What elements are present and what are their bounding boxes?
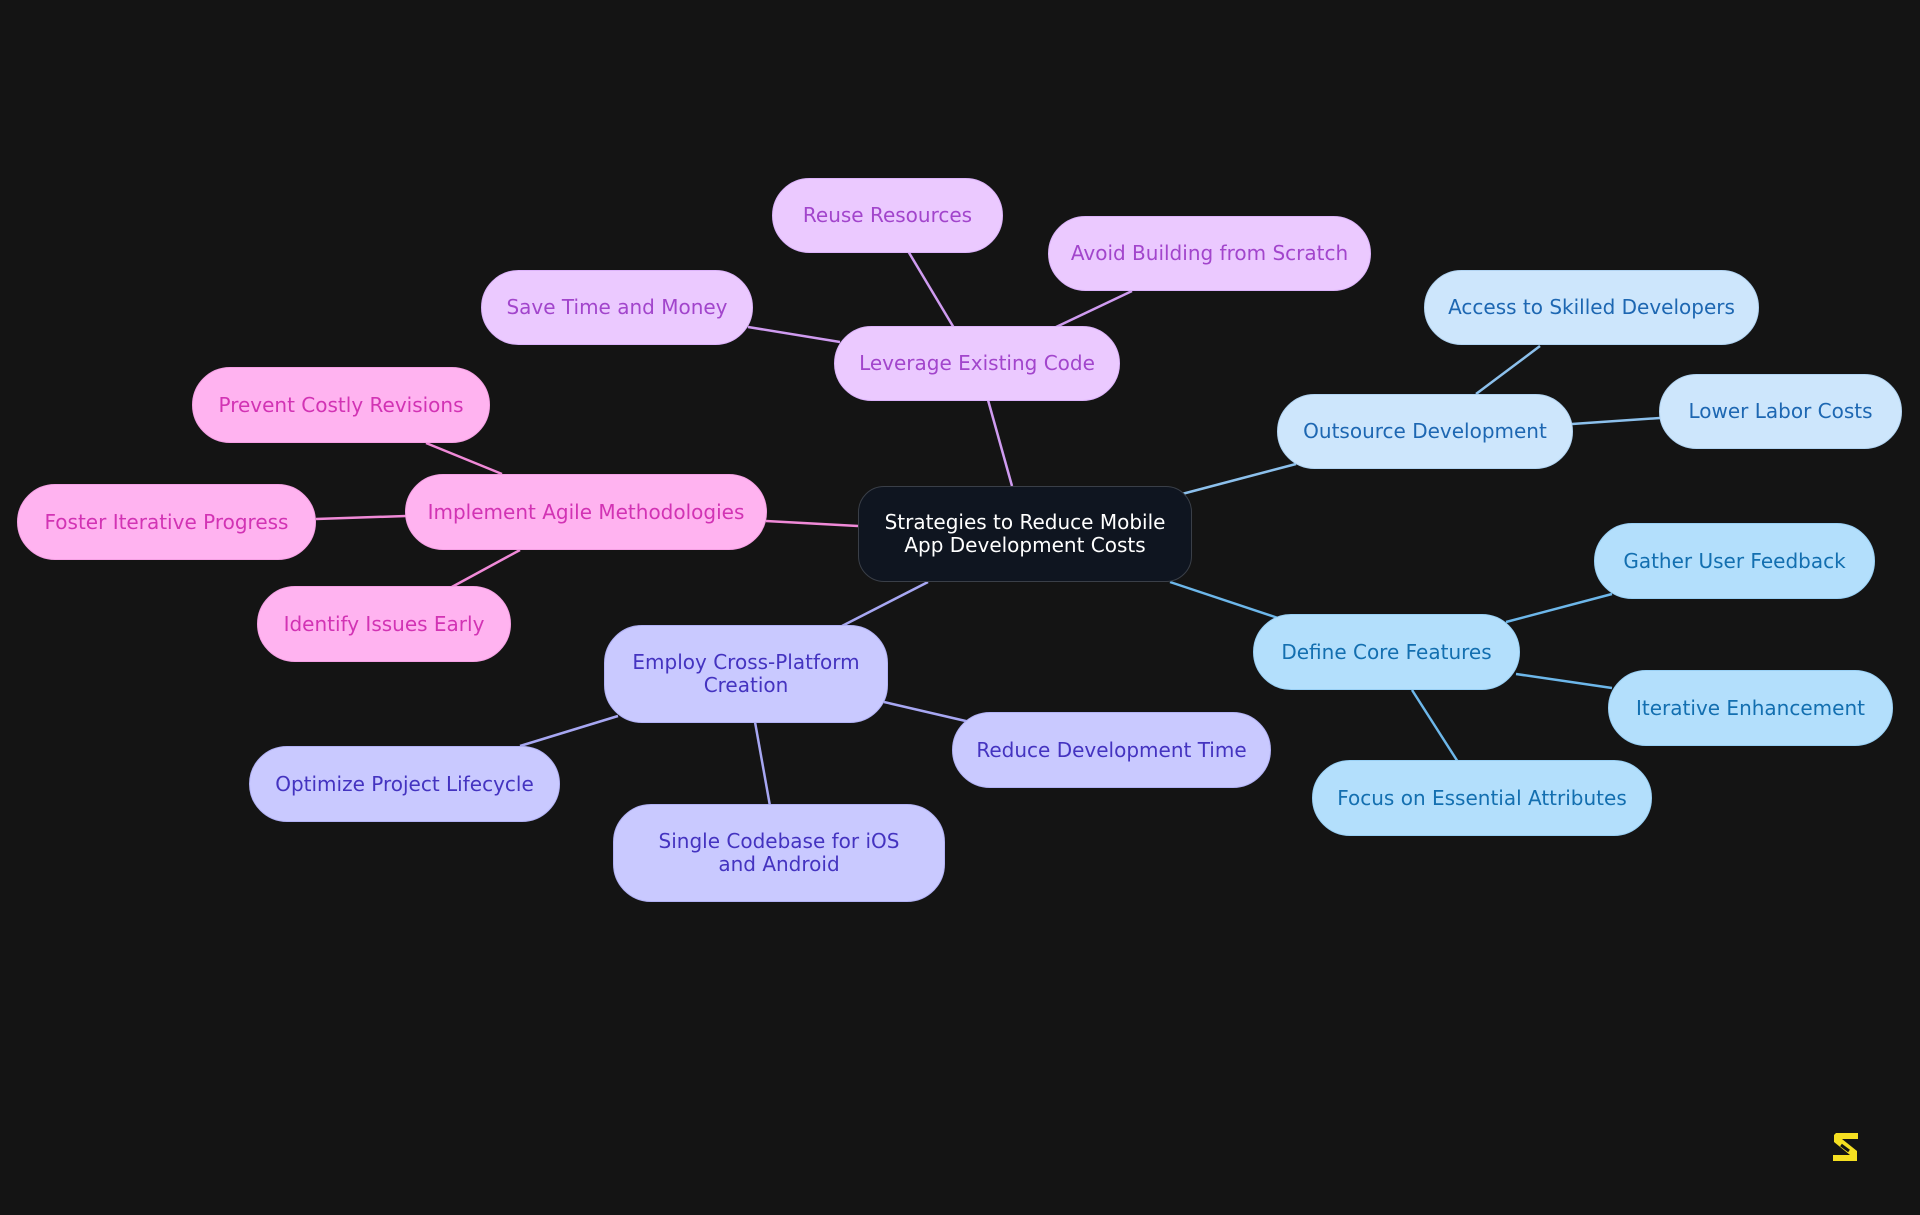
- node-identify-issues-early[interactable]: Identify Issues Early: [257, 586, 511, 662]
- node-label: Access to Skilled Developers: [1448, 295, 1735, 319]
- node-focus-on-essential-attributes[interactable]: Focus on Essential Attributes: [1312, 760, 1652, 836]
- node-label: Foster Iterative Progress: [44, 509, 289, 534]
- node-label: Save Time and Money: [506, 295, 728, 319]
- edge-center-agile: [765, 519, 859, 528]
- node-label: Iterative Enhancement: [1636, 695, 1865, 720]
- node-prevent-costly-revisions[interactable]: Prevent Costly Revisions: [192, 367, 490, 443]
- edge-leverage-reuse: [906, 250, 956, 329]
- node-leverage-existing-code[interactable]: Leverage Existing Code: [834, 326, 1120, 401]
- node-single-codebase[interactable]: Single Codebase for iOS and Android: [613, 804, 945, 902]
- node-lower-labor-costs[interactable]: Lower Labor Costs: [1659, 374, 1902, 449]
- edge-outsource-access: [1475, 345, 1541, 395]
- node-label: Gather User Feedback: [1623, 548, 1846, 573]
- edge-define-focus: [1410, 689, 1460, 763]
- edge-leverage-save: [747, 325, 841, 344]
- node-label: Leverage Existing Code: [859, 351, 1095, 375]
- edge-center-leverage: [986, 399, 1014, 487]
- node-reduce-development-time[interactable]: Reduce Development Time: [952, 712, 1271, 788]
- node-iterative-enhancement[interactable]: Iterative Enhancement: [1608, 670, 1893, 746]
- node-gather-user-feedback[interactable]: Gather User Feedback: [1594, 523, 1875, 599]
- node-reuse-resources[interactable]: Reuse Resources: [772, 178, 1003, 253]
- node-label: Optimize Project Lifecycle: [275, 771, 534, 796]
- node-label: Identify Issues Early: [283, 611, 485, 636]
- node-label: Reuse Resources: [802, 203, 973, 227]
- edge-agile-identify: [449, 548, 521, 590]
- node-label: Define Core Features: [1281, 639, 1492, 664]
- node-outsource-development[interactable]: Outsource Development: [1277, 394, 1573, 469]
- stylized-s-logo-icon: [1833, 1133, 1858, 1161]
- edge-center-cross: [841, 580, 929, 628]
- edge-cross-optimize: [519, 714, 619, 748]
- node-save-time-and-money[interactable]: Save Time and Money: [481, 270, 753, 345]
- node-avoid-building-from-scratch[interactable]: Avoid Building from Scratch: [1048, 216, 1371, 291]
- edge-agile-foster: [315, 514, 407, 521]
- node-employ-cross-platform-creation[interactable]: Employ Cross-Platform Creation: [604, 625, 888, 723]
- node-foster-iterative-progress[interactable]: Foster Iterative Progress: [17, 484, 316, 560]
- edge-outsource-lower: [1571, 416, 1661, 426]
- node-label: Lower Labor Costs: [1688, 399, 1873, 423]
- node-access-to-skilled-developers[interactable]: Access to Skilled Developers: [1424, 270, 1759, 345]
- node-label: Avoid Building from Scratch: [1070, 241, 1349, 265]
- center-node-label: Strategies to Reduce Mobile App Developm…: [884, 510, 1166, 557]
- edge-cross-single: [753, 721, 772, 807]
- edge-define-iterative: [1515, 672, 1613, 690]
- node-label: Focus on Essential Attributes: [1337, 785, 1627, 810]
- edge-center-outsource: [1181, 462, 1297, 496]
- node-label: Implement Agile Methodologies: [427, 499, 745, 524]
- node-label: Reduce Development Time: [976, 737, 1247, 762]
- edge-define-gather: [1505, 592, 1613, 624]
- edge-center-define: [1169, 580, 1279, 620]
- node-define-core-features[interactable]: Define Core Features: [1253, 614, 1520, 690]
- node-implement-agile-methodologies[interactable]: Implement Agile Methodologies: [405, 474, 767, 550]
- node-label: Employ Cross-Platform Creation: [632, 650, 860, 697]
- node-label: Single Codebase for iOS and Android: [658, 829, 900, 876]
- node-label: Outsource Development: [1303, 419, 1547, 443]
- edge-leverage-avoid: [1053, 289, 1133, 330]
- node-optimize-project-lifecycle[interactable]: Optimize Project Lifecycle: [249, 746, 560, 822]
- node-label: Prevent Costly Revisions: [218, 392, 464, 417]
- edge-agile-prevent: [425, 441, 503, 476]
- edge-cross-reduce: [883, 700, 971, 724]
- center-node[interactable]: Strategies to Reduce Mobile App Developm…: [858, 486, 1192, 582]
